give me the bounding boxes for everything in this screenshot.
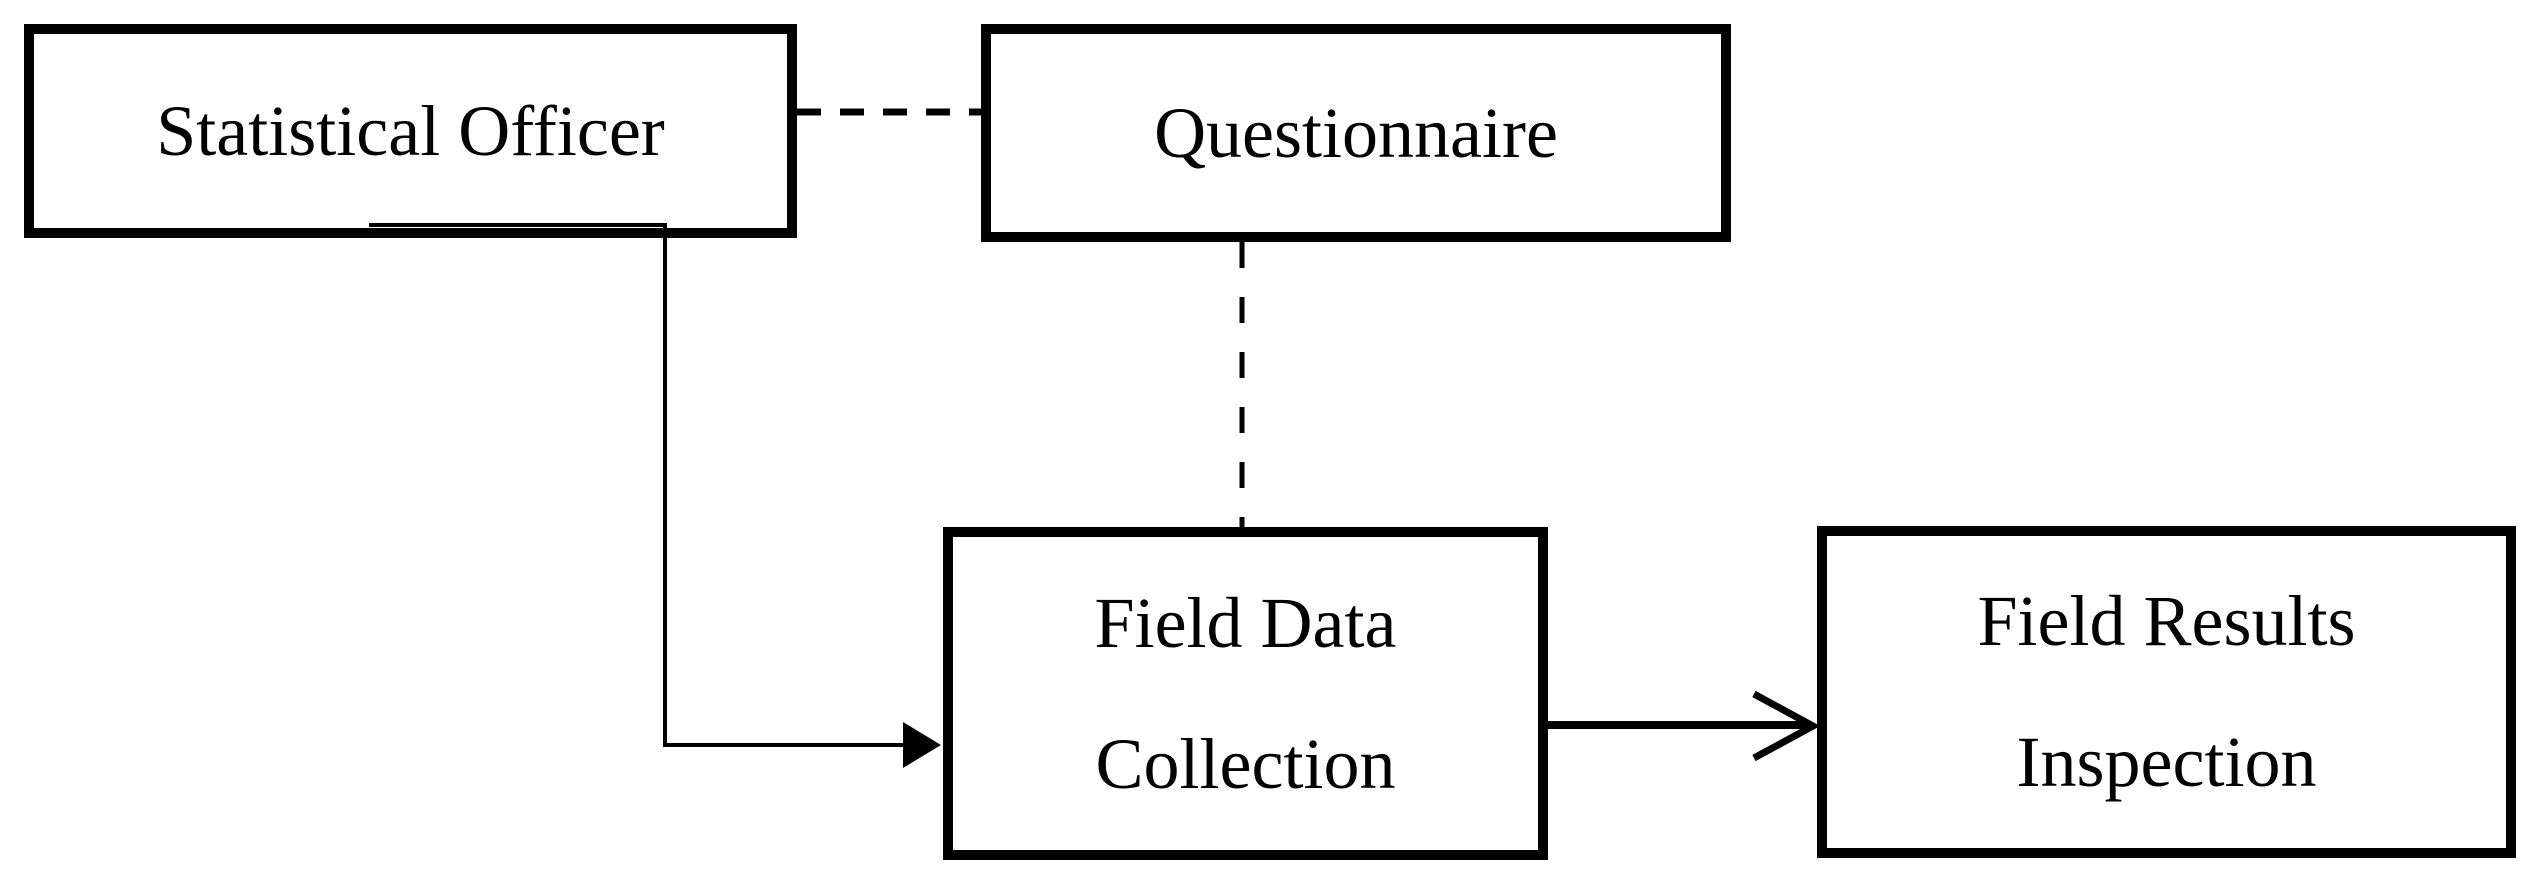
node-statistical-officer: Statistical Officer [24, 24, 797, 238]
node-label: Statistical Officer [156, 90, 665, 171]
node-questionnaire: Questionnaire [981, 24, 1731, 242]
node-label: Questionnaire [1154, 92, 1558, 173]
node-field-data-collection: Field Data Collection [943, 527, 1548, 860]
node-label-line1: Field Data [1094, 582, 1397, 663]
node-label-line2: Inspection [2016, 722, 2317, 802]
node-label-line2: Collection [1095, 723, 1396, 804]
node-label-line1: Field Results [1977, 581, 2356, 662]
node-field-results-inspection: Field Results Inspection [1817, 526, 2516, 858]
arrowhead-open-chevron-icon [1752, 690, 1821, 762]
elbow-connector-officer-collection [369, 223, 905, 747]
arrowhead-solid-triangle-icon [903, 722, 941, 768]
